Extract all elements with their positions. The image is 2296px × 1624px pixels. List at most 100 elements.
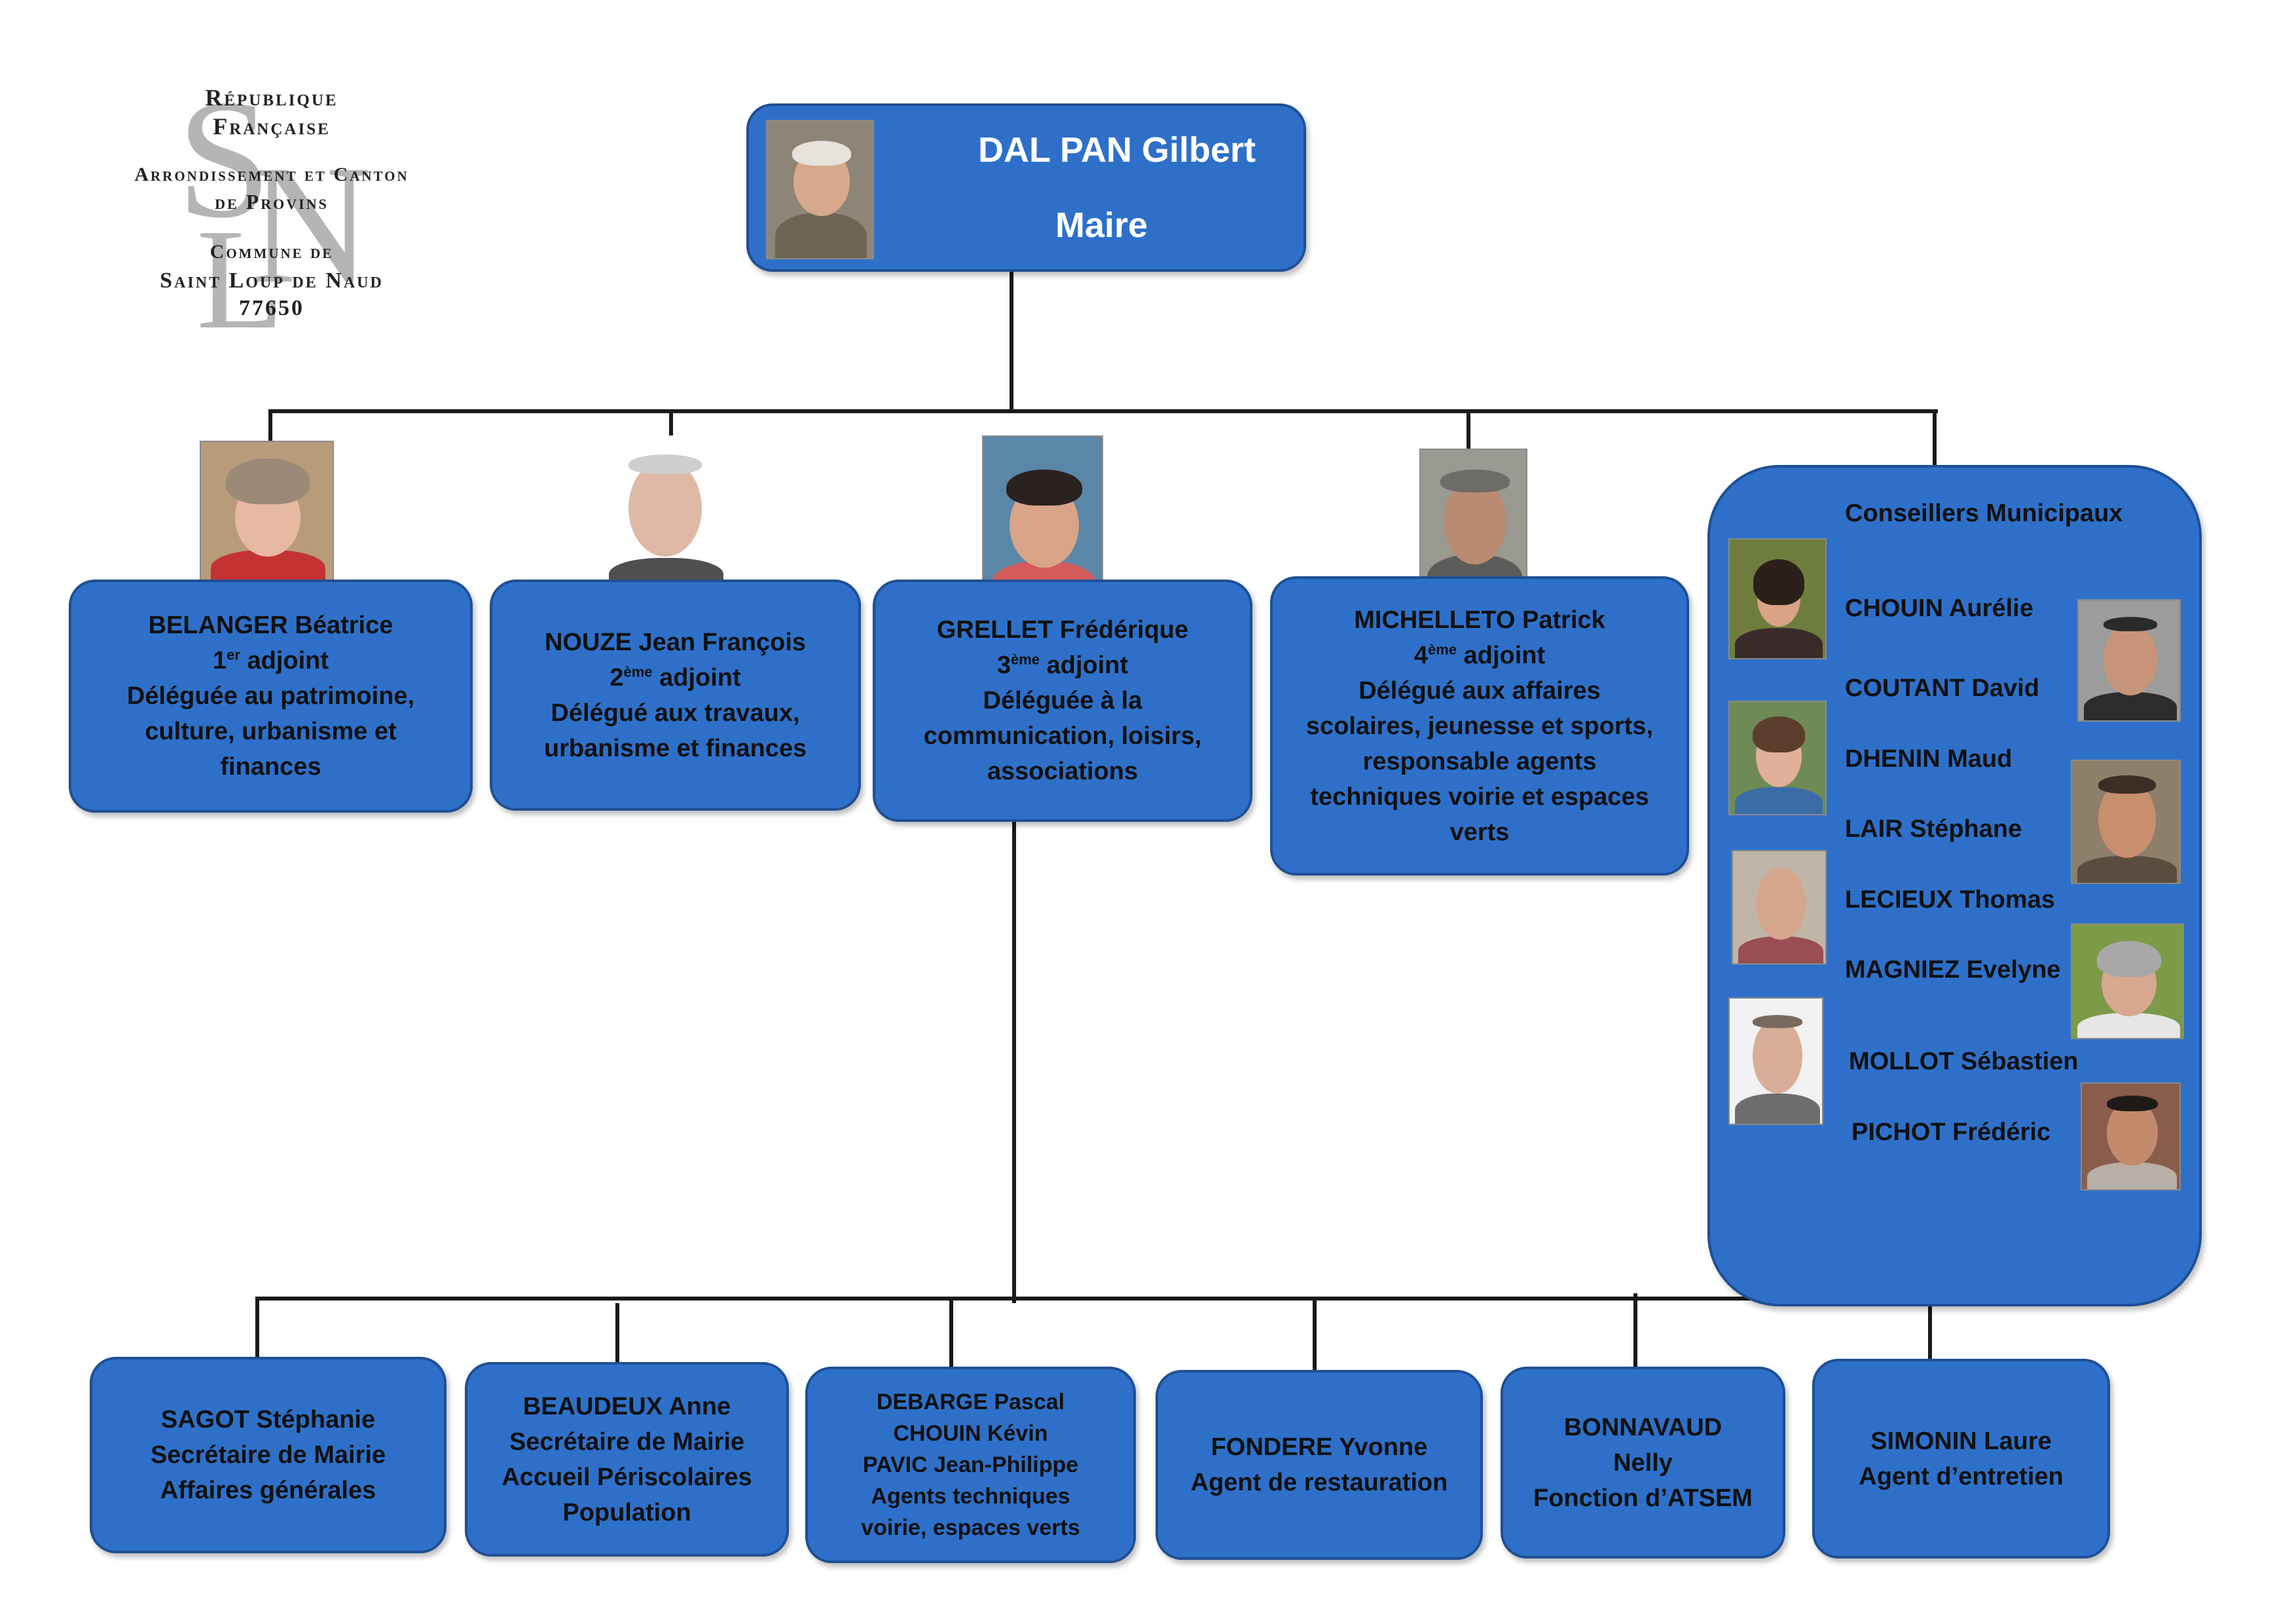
- seal-line-arrondissement: Arrondissement et Canton: [134, 164, 409, 185]
- staff-box-5: BONNAVAUD Nelly Fonction d’ATSEM: [1501, 1367, 1785, 1559]
- connector-drop-1: [268, 409, 272, 445]
- staff-5-line-1: BONNAVAUD: [1563, 1413, 1722, 1441]
- council-photo-lecieux: [1732, 850, 1827, 965]
- seal-monogram-l: L: [196, 199, 284, 341]
- seal-monogram-s: S: [177, 65, 272, 253]
- council-photo-dhenin: [1728, 701, 1827, 815]
- deputy-4-duty-1: Délégué aux affaires: [1358, 676, 1601, 705]
- deputy-1-rank: 1er adjoint: [212, 646, 329, 674]
- deputy-1-name: BELANGER Béatrice: [148, 612, 393, 639]
- staff-5-line-3: Fonction d’ATSEM: [1533, 1484, 1753, 1512]
- council-member-1: CHOUIN Aurélie: [1845, 595, 2033, 622]
- staff-2-line-4: Population: [562, 1498, 691, 1526]
- connector-staff-drop-5: [1633, 1293, 1637, 1398]
- council-photo-coutant: [2077, 599, 2181, 722]
- staff-6-line-2: Agent d’entretien: [1859, 1462, 2064, 1490]
- connector-drop-4: [1467, 409, 1470, 449]
- deputy-4-box: MICHELLETO Patrick 4ème adjoint Délégué …: [1270, 576, 1689, 876]
- deputy-1-duty-2: culture, urbanisme et: [145, 718, 397, 745]
- council-member-6: MAGNIEZ Evelyne: [1845, 956, 2061, 984]
- deputy-4-photo: [1419, 449, 1527, 598]
- deputy-1-box: BELANGER Béatrice 1er adjoint Déléguée a…: [69, 580, 473, 813]
- deputy-3-duty-1: Déléguée à la: [983, 687, 1142, 714]
- council-member-7: MOLLOT Sébastien: [1849, 1048, 2079, 1075]
- connector-staff-drop-2: [615, 1303, 619, 1369]
- deputy-3-box: GRELLET Frédérique 3ème adjoint Déléguée…: [873, 580, 1252, 822]
- staff-2-line-1: BEAUDEUX Anne: [522, 1392, 731, 1420]
- deputy-2-photo: [599, 447, 733, 589]
- staff-3-line-3: PAVIC Jean-Philippe: [862, 1452, 1079, 1477]
- deputy-2-name: NOUZE Jean François: [544, 628, 807, 656]
- seal-monogram: S N L: [177, 65, 372, 341]
- staff-box-1: SAGOT Stéphanie Secrétaire de Mairie Aff…: [90, 1357, 446, 1553]
- deputy-4-name: MICHELLETO Patrick: [1354, 606, 1605, 634]
- staff-3-line-4: Agents techniques: [871, 1484, 1070, 1509]
- deputy-3-duty-2: communication, loisirs,: [923, 722, 1202, 750]
- connector-deputy3-down: [1012, 822, 1016, 1303]
- mayor-name: DAL PAN Gilbert: [978, 130, 1256, 170]
- council-photo-chouin: [1728, 538, 1827, 659]
- connector-staff-drop-4: [1313, 1297, 1317, 1398]
- council-member-5: LECIEUX Thomas: [1845, 886, 2055, 913]
- seal-monogram-n: N: [249, 130, 372, 319]
- staff-1-line-2: Secrétaire de Mairie: [150, 1441, 386, 1469]
- mayor-role: Maire: [1055, 206, 1148, 245]
- council-photo-pichot: [2081, 1082, 2181, 1190]
- staff-2-line-2: Secrétaire de Mairie: [509, 1428, 745, 1456]
- deputy-3-duty-3: associations: [987, 758, 1139, 785]
- seal-line-republique: République: [205, 84, 338, 111]
- deputy-3-photo: [982, 435, 1103, 606]
- connector-mayor-down: [1010, 272, 1013, 413]
- connector-staff-bus: [255, 1297, 1935, 1301]
- staff-box-6: SIMONIN Laure Agent d’entretien: [1812, 1359, 2110, 1559]
- deputy-2-box: NOUZE Jean François 2ème adjoint Délégué…: [490, 580, 861, 811]
- staff-3-line-1: DEBARGE Pascal: [876, 1390, 1065, 1414]
- council-photo-mollot: [1728, 997, 1823, 1125]
- seal-line-francaise: Française: [213, 113, 331, 139]
- connector-staff-drop-1: [255, 1297, 259, 1369]
- deputy-2-duty-1: Délégué aux travaux,: [551, 699, 800, 727]
- deputy-1-duty-1: Déléguée au patrimoine,: [126, 682, 415, 710]
- staff-6-line-1: SIMONIN Laure: [1870, 1427, 2052, 1455]
- staff-4-line-2: Agent de restauration: [1190, 1469, 1448, 1496]
- council-member-3: DHENIN Maud: [1845, 745, 2013, 773]
- council-member-2: COUTANT David: [1845, 674, 2039, 702]
- connector-drop-council: [1933, 409, 1937, 485]
- staff-5-line-2: Nelly: [1613, 1449, 1673, 1477]
- council-photo-lair: [2071, 760, 2181, 884]
- council-photo-magniez: [2071, 923, 2184, 1039]
- connector-deputies-bus: [268, 409, 1938, 413]
- commune-seal: S N L République Française Arrondissemen…: [98, 65, 445, 341]
- staff-2-line-3: Accueil Périscolaires: [501, 1463, 752, 1491]
- staff-1-line-3: Affaires générales: [160, 1477, 376, 1504]
- deputy-4-duty-3: responsable agents: [1362, 747, 1597, 775]
- deputy-4-duty-2: scolaires, jeunesse et sports,: [1305, 712, 1654, 740]
- seal-line-saint-loup: Saint Loup de Naud: [160, 268, 384, 293]
- connector-drop-2: [669, 409, 673, 435]
- deputy-1-duty-3: finances: [220, 753, 321, 781]
- staff-box-4: FONDERE Yvonne Agent de restauration: [1156, 1370, 1483, 1560]
- council-member-8: PICHOT Frédéric: [1851, 1118, 2051, 1146]
- staff-box-2: BEAUDEUX Anne Secrétaire de Mairie Accue…: [465, 1362, 789, 1557]
- council-member-4: LAIR Stéphane: [1845, 815, 2022, 843]
- deputy-2-duty-2: urbanisme et finances: [543, 734, 807, 762]
- deputy-4-rank: 4ème adjoint: [1413, 640, 1546, 669]
- deputy-4-duty-5: verts: [1449, 818, 1510, 846]
- staff-1-line-1: SAGOT Stéphanie: [160, 1406, 376, 1433]
- seal-line-commune: Commune de: [210, 241, 334, 263]
- staff-4-line-1: FONDERE Yvonne: [1211, 1433, 1428, 1461]
- deputy-2-rank: 2ème adjoint: [610, 663, 741, 692]
- council-title: Conseillers Municipaux: [1845, 500, 2123, 527]
- deputy-3-name: GRELLET Frédérique: [936, 616, 1189, 644]
- seal-line-postcode: 77650: [239, 296, 304, 320]
- staff-box-3: DEBARGE Pascal CHOUIN Kévin PAVIC Jean-P…: [805, 1367, 1136, 1563]
- staff-3-line-2: CHOUIN Kévin: [893, 1421, 1048, 1446]
- staff-3-line-5: voirie, espaces verts: [861, 1515, 1080, 1540]
- connector-staff-drop-3: [949, 1300, 953, 1372]
- mayor-photo: [766, 120, 874, 259]
- deputy-1-photo: [200, 441, 334, 585]
- seal-line-provins: de Provins: [215, 190, 329, 213]
- connector-staff-drop-6: [1928, 1300, 1932, 1365]
- deputy-4-duty-4: techniques voirie et espaces: [1310, 783, 1649, 811]
- deputy-3-rank: 3ème adjoint: [996, 651, 1129, 679]
